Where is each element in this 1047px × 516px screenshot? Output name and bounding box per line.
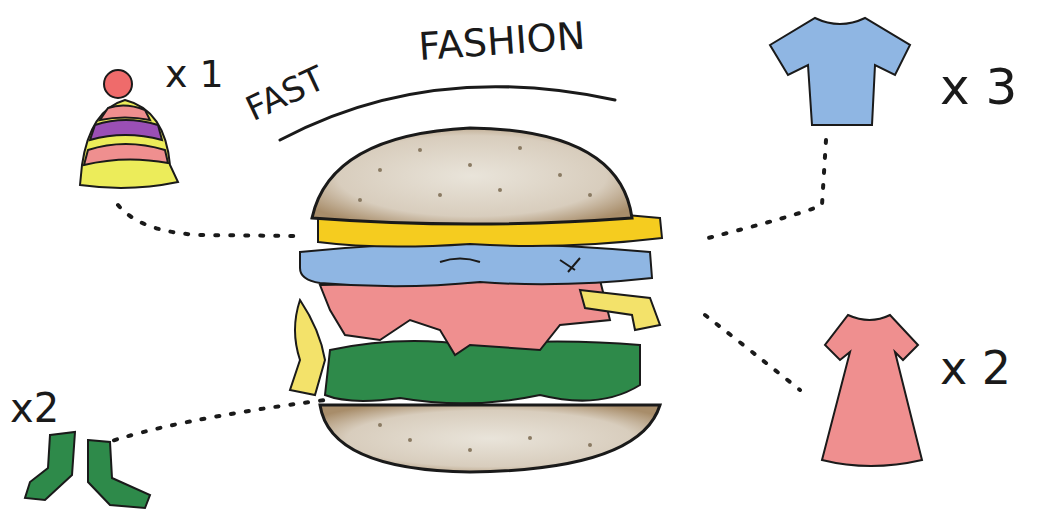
quantity-label: x 3 bbox=[940, 62, 1017, 112]
title-word: FASHION bbox=[417, 16, 586, 66]
socks bbox=[25, 432, 150, 508]
beanie-hat bbox=[80, 70, 178, 188]
dress bbox=[822, 315, 922, 466]
burger bbox=[290, 128, 662, 472]
quantity-label: x 1 bbox=[165, 55, 224, 93]
quantity-label: x 2 bbox=[940, 345, 1011, 391]
quantity-label: x2 bbox=[10, 388, 59, 428]
t-shirt bbox=[770, 18, 910, 125]
title-word: FAST bbox=[241, 61, 330, 126]
